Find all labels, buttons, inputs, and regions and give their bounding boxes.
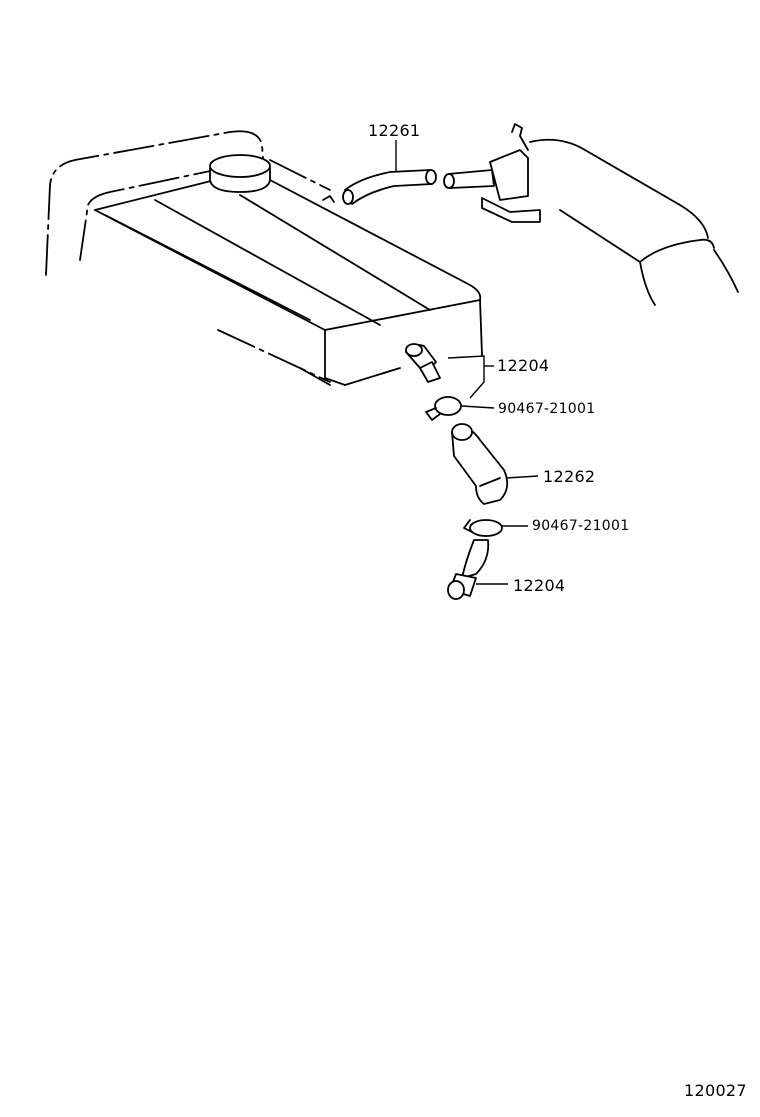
valve-cover xyxy=(94,179,483,386)
hose-12261-drawing xyxy=(342,169,437,205)
union-12204-upper-drawing xyxy=(405,343,441,383)
clamp-upper-drawing xyxy=(425,396,462,421)
callout-hose-12262: 12262 xyxy=(543,467,596,486)
clamp-lower-drawing xyxy=(463,519,503,537)
callout-union-12204-lower: 12204 xyxy=(513,576,566,595)
intake-chamber xyxy=(443,123,739,306)
leader-clamp-upper xyxy=(461,405,495,409)
callout-clamp-90467-upper: 90467-21001 xyxy=(498,401,596,417)
engine-outline xyxy=(45,130,331,386)
leader-hose-lower xyxy=(505,475,539,479)
stud-mark xyxy=(322,195,335,203)
hose-12262-drawing xyxy=(451,423,509,505)
hose-lower-stub xyxy=(461,539,490,579)
oil-filler-cap xyxy=(209,154,271,193)
figure-number: 120027 xyxy=(684,1081,747,1100)
callout-union-12204-upper: 12204 xyxy=(497,356,550,375)
callout-clamp-90467-lower: 90467-21001 xyxy=(532,518,630,534)
callout-hose-12261: 12261 xyxy=(368,121,421,140)
leader-union-upper xyxy=(447,355,485,399)
union-12204-lower-drawing xyxy=(447,573,477,600)
